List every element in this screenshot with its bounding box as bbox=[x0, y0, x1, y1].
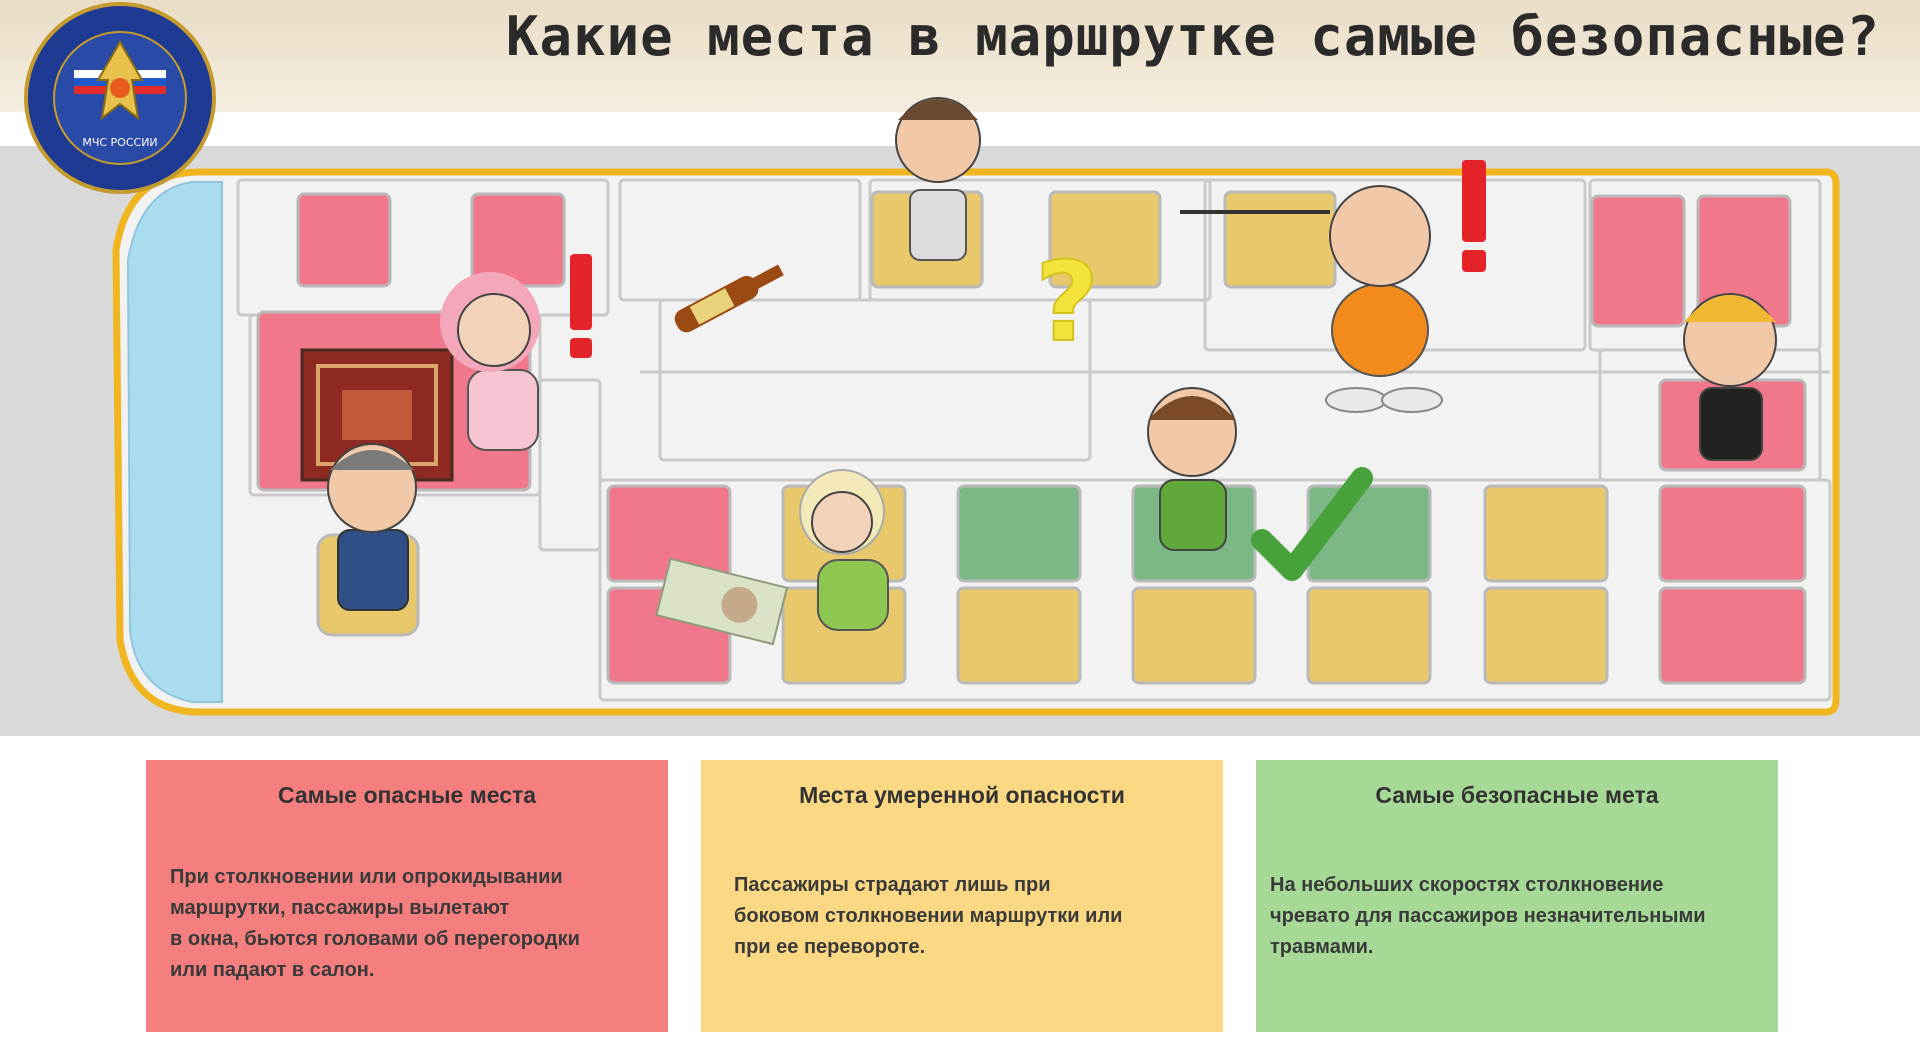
passenger-boy bbox=[1147, 387, 1237, 551]
passenger-bald-man bbox=[1325, 185, 1443, 413]
seat bbox=[1658, 586, 1807, 685]
seat bbox=[956, 586, 1082, 685]
passenger-blonde-woman bbox=[799, 469, 889, 631]
passenger-driver bbox=[327, 443, 417, 611]
seat bbox=[296, 192, 392, 288]
legend-safe: Самые безопасные мета На небольших скоро… bbox=[1256, 760, 1778, 1032]
mchs-logo: МЧС РОССИИ bbox=[24, 2, 216, 194]
legend-dangerous-text: При столкновении или опрокидывании маршр… bbox=[170, 866, 580, 981]
passenger-pink-girl bbox=[440, 272, 540, 451]
bus-diagram: ? bbox=[112, 97, 1840, 716]
seat bbox=[1658, 484, 1807, 583]
checkmark-icon bbox=[1251, 467, 1373, 581]
seat bbox=[1223, 190, 1337, 289]
legend-moderate-title: Места умеренной опасности bbox=[799, 782, 1125, 808]
seat bbox=[1590, 194, 1686, 328]
legend-moderate: Места умеренной опасности Пассажиры стра… bbox=[701, 760, 1223, 1032]
question-mark-icon: ? bbox=[1035, 238, 1099, 366]
legend-safe-title: Самые безопасные мета bbox=[1375, 782, 1659, 808]
exclamation-icon-left bbox=[570, 254, 592, 358]
passenger-angry-man bbox=[1683, 293, 1777, 461]
svg-text:МЧС РОССИИ: МЧС РОССИИ bbox=[82, 136, 157, 149]
seat bbox=[1483, 484, 1609, 583]
seat bbox=[956, 484, 1082, 583]
seat bbox=[1483, 586, 1609, 685]
header-banner: Какие места в маршрутке самые безопасные… bbox=[0, 0, 1920, 112]
seat bbox=[1048, 190, 1162, 289]
carpet-rug bbox=[300, 348, 454, 482]
banknote bbox=[655, 557, 789, 646]
legend-safe-text: На небольших скоростях столкновение чрев… bbox=[1270, 874, 1706, 958]
legend-dangerous-title: Самые опасные места bbox=[277, 782, 537, 808]
exclamation-icon-right bbox=[1462, 160, 1486, 272]
bottle bbox=[674, 264, 784, 333]
windshield bbox=[126, 181, 223, 703]
page-title: Какие места в маршрутке самые безопасные… bbox=[506, 5, 1880, 68]
seat bbox=[1306, 586, 1432, 685]
legend-dangerous: Самые опасные места При столкновении или… bbox=[146, 760, 668, 1032]
legend-moderate-text: Пассажиры страдают лишь при боковом стол… bbox=[734, 874, 1123, 958]
seat bbox=[1131, 586, 1257, 685]
passenger-bearded-man bbox=[895, 97, 981, 261]
